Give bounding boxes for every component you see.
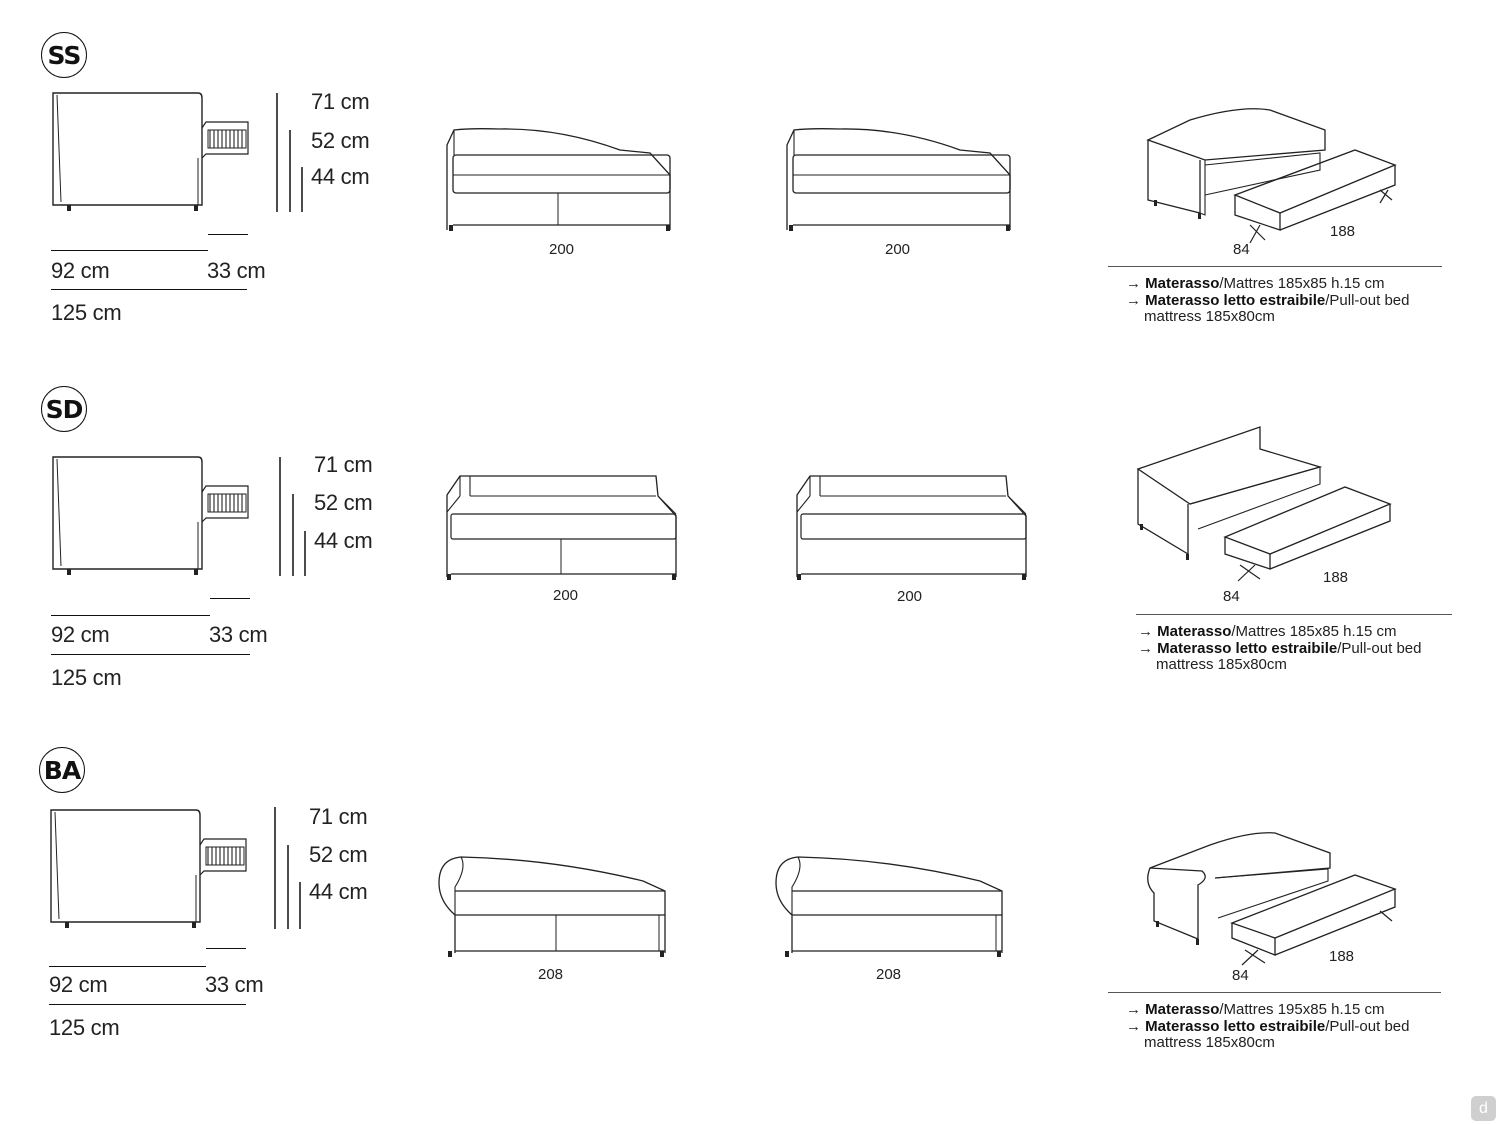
depth-body: 92 cm — [49, 972, 108, 997]
height-44: 44 cm — [311, 164, 370, 189]
depth-line-body — [51, 250, 208, 251]
height-52: 52 cm — [311, 128, 370, 153]
notes: → Materasso/Mattres 195x85 h.15 cm → Mat… — [1126, 1001, 1410, 1052]
side-view-drawing — [50, 809, 247, 928]
model-code-badge: BA — [39, 747, 85, 793]
pullout-length: 188 — [1323, 569, 1349, 586]
depth-extra: 33 cm — [205, 972, 264, 997]
section-ss: SS 71 cm 52 cm 44 cm 92 cm 33 cm 125 cm … — [0, 0, 1500, 360]
arrow-right-icon: → — [1126, 1001, 1141, 1018]
depth-line-extra — [210, 598, 250, 599]
depth-line-extra — [208, 234, 248, 235]
notes-separator — [1136, 614, 1452, 615]
pullout-bed-drawing — [1146, 108, 1397, 244]
pullout-bed-drawing — [1147, 832, 1397, 966]
height-71: 71 cm — [311, 89, 370, 114]
front-view-right-drawing — [775, 856, 1003, 957]
arrow-right-icon: → — [1126, 1017, 1141, 1035]
depth-body: 92 cm — [51, 258, 110, 283]
note-mattress: → Materasso/Mattres 185x85 h.15 cm — [1138, 623, 1397, 640]
note-pullout: → Materasso letto estraibile/Pull-out be… — [1126, 1017, 1410, 1035]
notes: → Materasso/Mattres 185x85 h.15 cm → Mat… — [1138, 623, 1422, 674]
height-dimension-lines — [274, 807, 301, 929]
height-44: 44 cm — [309, 879, 368, 904]
front-right-width: 208 — [876, 966, 902, 983]
notes-separator — [1108, 266, 1442, 267]
depth-total: 125 cm — [49, 1015, 120, 1040]
arrow-right-icon: → — [1126, 275, 1141, 292]
height-44: 44 cm — [314, 528, 373, 553]
note-mattress: → Materasso/Mattres 185x85 h.15 cm — [1126, 275, 1385, 292]
pullout-width: 84 — [1233, 241, 1250, 258]
pullout-bed-drawing — [1136, 426, 1392, 582]
height-dimension-lines — [276, 93, 303, 212]
arrow-right-icon: → — [1138, 639, 1153, 657]
depth-extra: 33 cm — [209, 622, 268, 647]
note-pullout-size: mattress 185x80cm — [1144, 308, 1275, 325]
note-pullout-size: mattress 185x80cm — [1156, 656, 1287, 673]
depth-line-body — [51, 615, 210, 616]
front-right-width: 200 — [897, 588, 923, 605]
depth-total: 125 cm — [51, 665, 122, 690]
watermark-logo: d — [1471, 1096, 1496, 1121]
section-ba: BA 71 cm 52 cm 44 cm 92 cm 33 cm 125 cm … — [0, 715, 1500, 1075]
model-code-badge: SD — [41, 386, 87, 432]
front-left-width: 208 — [538, 966, 564, 983]
pullout-length: 188 — [1330, 223, 1356, 240]
note-mattress: → Materasso/Mattres 195x85 h.15 cm — [1126, 1001, 1385, 1018]
front-view-right-drawing — [796, 475, 1027, 580]
depth-line-total — [51, 654, 250, 655]
side-view-drawing — [52, 456, 249, 575]
model-code-badge: SS — [41, 32, 87, 78]
section-sd: SD 71 cm 52 cm 44 cm 92 cm 33 cm 125 cm … — [0, 364, 1500, 724]
height-71: 71 cm — [314, 452, 373, 477]
depth-extra: 33 cm — [207, 258, 266, 283]
front-left-width: 200 — [553, 587, 579, 604]
note-pullout: → Materasso letto estraibile/Pull-out be… — [1138, 639, 1422, 657]
notes-separator — [1108, 992, 1441, 993]
height-dimension-lines — [279, 457, 306, 576]
height-71: 71 cm — [309, 804, 368, 829]
front-view-left-drawing — [438, 856, 666, 957]
arrow-right-icon: → — [1126, 291, 1141, 309]
front-view-right-drawing — [786, 128, 1011, 231]
depth-line-extra — [206, 948, 246, 949]
depth-line-body — [49, 966, 206, 967]
arrow-right-icon: → — [1138, 623, 1153, 640]
pullout-width: 84 — [1223, 588, 1240, 605]
notes: → Materasso/Mattres 185x85 h.15 cm → Mat… — [1126, 275, 1410, 326]
front-view-left-drawing — [446, 128, 671, 231]
front-right-width: 200 — [885, 241, 911, 258]
height-52: 52 cm — [314, 490, 373, 515]
side-view-drawing — [52, 92, 249, 211]
depth-line-total — [49, 1004, 246, 1005]
depth-body: 92 cm — [51, 622, 110, 647]
height-52: 52 cm — [309, 842, 368, 867]
depth-line-total — [51, 289, 247, 290]
depth-total: 125 cm — [51, 300, 122, 325]
front-view-left-drawing — [446, 475, 677, 580]
pullout-width: 84 — [1232, 967, 1249, 984]
pullout-length: 188 — [1329, 948, 1355, 965]
note-pullout-size: mattress 185x80cm — [1144, 1034, 1275, 1051]
front-left-width: 200 — [549, 241, 575, 258]
note-pullout: → Materasso letto estraibile/Pull-out be… — [1126, 291, 1410, 309]
